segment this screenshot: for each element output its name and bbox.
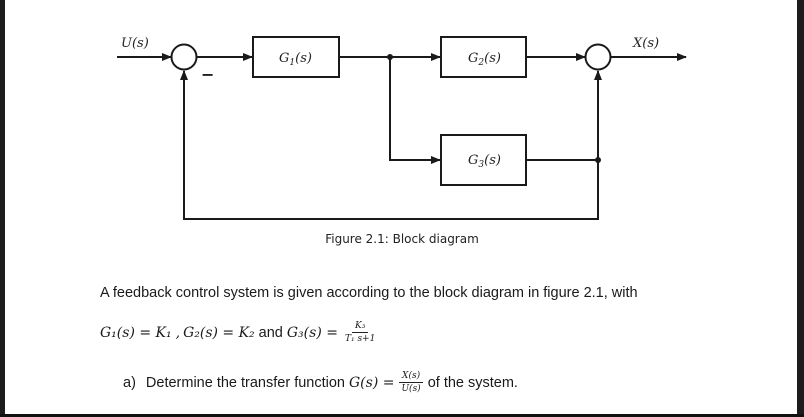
window-frame-left [0,0,5,417]
window-frame-bottom [0,414,804,417]
block-g3 [440,134,527,186]
branch-point-2 [595,157,601,163]
eq-separator: , [175,324,181,341]
eq-g1: G₁(s) = K₁ [100,324,172,341]
eq-g3-denominator: T₁ s+1 [344,334,376,344]
eq-g2: G₂(s) = K₂ [183,324,255,341]
question-text-before: Determine the transfer function [145,374,345,391]
figure-caption: Figure 2.1: Block diagram [325,232,479,246]
equation-line: G₁(s) = K₁ , G₂(s) = K₂ and G₃(s) = K₃ T… [100,320,378,345]
input-label: U(s) [121,36,149,51]
summing-junction-1 [170,43,198,71]
eq-and: and [258,324,283,341]
feedback-path [180,70,599,220]
question-fraction: X(s) U(s) [398,370,424,395]
block-g1 [252,36,340,78]
intro-paragraph: A feedback control system is given accor… [100,285,638,301]
block-diagram: − U(s) X(s) G1(s) G2(s) G3(s) [117,36,687,220]
question-math: G(s) = [348,374,395,391]
eq-g3: G₃(s) = [286,324,338,341]
block-g1-label: G1(s) [279,51,312,68]
eq-g3-numerator: K₃ [351,320,369,333]
question-text-after: of the system. [427,374,518,391]
eq-g3-fraction: K₃ T₁ s+1 [342,320,378,345]
question-denominator: U(s) [401,384,421,394]
signal-line-branch-g3 [389,57,441,164]
block-g2-label: G2(s) [468,51,501,68]
summing-junction-2 [584,43,612,71]
question-numerator: X(s) [399,370,424,383]
branch-point-1 [387,54,393,60]
block-g3-label: G3(s) [468,153,501,170]
minus-sign: − [201,65,214,84]
window-frame-right [797,0,804,417]
question-label: a) [123,374,136,391]
output-label: X(s) [632,36,659,51]
question-a: a) Determine the transfer function G(s) … [123,370,522,395]
